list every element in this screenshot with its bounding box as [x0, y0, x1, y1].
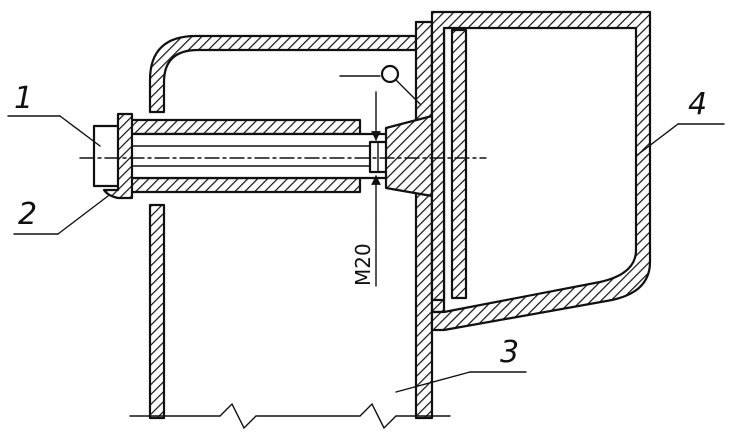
thread-dimension-label: M20: [351, 243, 375, 286]
left-column-wall: [148, 203, 166, 420]
callout-3: 3: [395, 335, 527, 393]
callout-4: 4: [635, 87, 725, 157]
callout-2: 2: [13, 195, 109, 235]
callout-1-label: 1: [14, 81, 33, 116]
bolt-assembly: [79, 64, 487, 200]
washer: [102, 112, 134, 200]
bolt-head: [92, 124, 122, 188]
callout-2-label: 2: [18, 197, 37, 232]
thread-dimension: M20: [351, 91, 381, 287]
break-line: [129, 402, 451, 430]
bucket-body: [430, 10, 652, 332]
callout-3-label: 3: [500, 335, 519, 370]
callout-1: 1: [7, 81, 101, 147]
callout-4-label: 4: [688, 87, 707, 122]
